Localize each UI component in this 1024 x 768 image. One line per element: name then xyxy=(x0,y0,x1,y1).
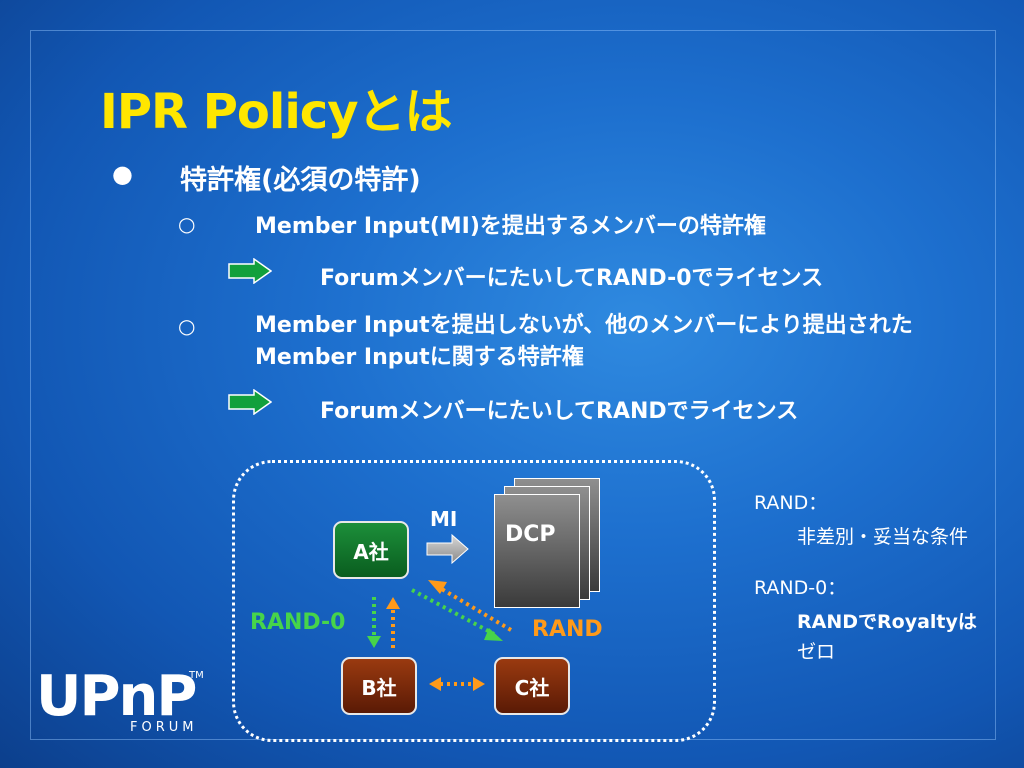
dcp-page-front xyxy=(494,494,580,608)
sub-bullet-1-result: ForumメンバーにたいしてRAND-0でライセンス xyxy=(320,266,824,291)
node-company-c: C社 xyxy=(494,657,570,715)
bullet-circle: ○ xyxy=(178,212,196,236)
bullet-circle: ○ xyxy=(178,314,196,338)
rand-description: 非差別・妥当な条件 xyxy=(797,526,969,548)
rand0-description-line1: RANDでRoyaltyは xyxy=(797,611,977,633)
dcp-label: DCP xyxy=(505,522,556,547)
upnp-logo-tm: TM xyxy=(189,670,204,681)
upnp-logo-forum: FORUM xyxy=(130,720,198,735)
rand-label: RAND xyxy=(532,617,603,642)
slide-title: IPR Policyとは xyxy=(100,84,453,140)
green-arrow-icon xyxy=(228,389,272,415)
rand0-description-line2: ゼロ xyxy=(797,641,836,663)
sub-bullet-2: Member Inputを提出しないが、他のメンバーにより提出されたMember… xyxy=(255,313,913,370)
mi-label: MI xyxy=(430,507,458,531)
arrow-a-to-c xyxy=(411,588,495,636)
upnp-logo-word: UPnP xyxy=(36,664,197,729)
sub-bullet-1: Member Input(MI)を提出するメンバーの特許権 xyxy=(255,214,766,239)
mi-arrow xyxy=(426,533,469,565)
sub-bullet-2-result: ForumメンバーにたいしてRANDでライセンス xyxy=(320,399,799,424)
rand-term: RAND： xyxy=(754,492,828,514)
diagram-frame xyxy=(232,460,716,742)
node-company-a: A社 xyxy=(333,521,409,579)
node-company-b: B社 xyxy=(341,657,417,715)
rand0-term: RAND-0： xyxy=(754,577,847,599)
bullet-dot: ● xyxy=(112,160,133,188)
green-arrow-icon xyxy=(228,258,272,284)
bullet-main: 特許権(必須の特許) xyxy=(180,165,421,196)
rand0-label: RAND-0 xyxy=(250,610,346,635)
